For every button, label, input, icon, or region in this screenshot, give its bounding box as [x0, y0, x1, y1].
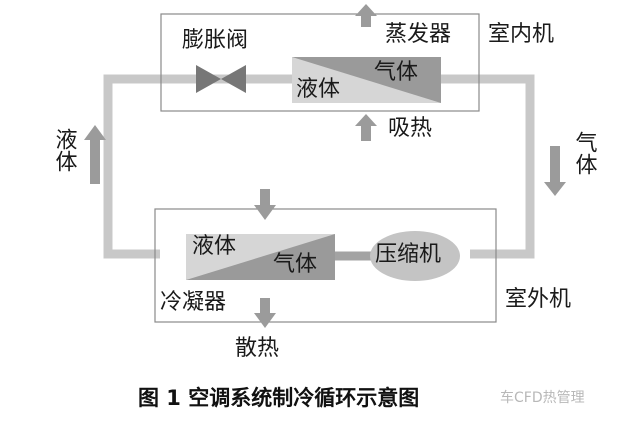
watermark-text: 车CFD热管理: [500, 390, 585, 406]
right-flow-down-arrow-icon: [544, 146, 566, 196]
expansion-valve-icon: [196, 65, 246, 93]
condenser-liquid-label: 液体: [192, 234, 237, 259]
absorb-heat-label: 吸热: [388, 116, 433, 141]
compressor-label: 压缩机: [375, 242, 442, 267]
condenser-coil: [186, 234, 335, 280]
compressor-icon: [370, 231, 460, 281]
absorb-heat-up-arrow-icon: [355, 114, 377, 141]
condenser-label: 冷凝器: [160, 290, 227, 315]
outdoor-unit-box: [154, 208, 497, 323]
evaporator-liquid-label: 液体: [296, 77, 341, 102]
left-pipe-liquid-label: 液体: [51, 128, 77, 172]
outdoor-unit-label: 室外机: [505, 287, 572, 312]
evaporator-coil: [292, 57, 441, 103]
indoor-unit-box: [160, 13, 480, 112]
evaporator-gas-label: 气体: [374, 60, 419, 85]
right-gas-pipe: [441, 74, 535, 259]
expansion-valve-label: 膨胀阀: [182, 28, 249, 53]
evaporator-label: 蒸发器: [385, 22, 452, 47]
release-heat-down-arrow-icon: [254, 298, 276, 328]
left-flow-up-arrow-icon: [84, 125, 106, 184]
condenser-gas-label: 气体: [273, 252, 318, 277]
condenser-input-down-arrow-icon: [254, 189, 276, 220]
figure-caption: 图 1 空调系统制冷循环示意图: [138, 386, 420, 410]
evaporator-heat-up-arrow-icon: [355, 4, 377, 27]
left-liquid-pipe: [103, 74, 160, 259]
release-heat-label: 散热: [235, 336, 280, 361]
indoor-unit-label: 室内机: [488, 22, 555, 47]
right-pipe-gas-label: 气体: [571, 131, 597, 175]
